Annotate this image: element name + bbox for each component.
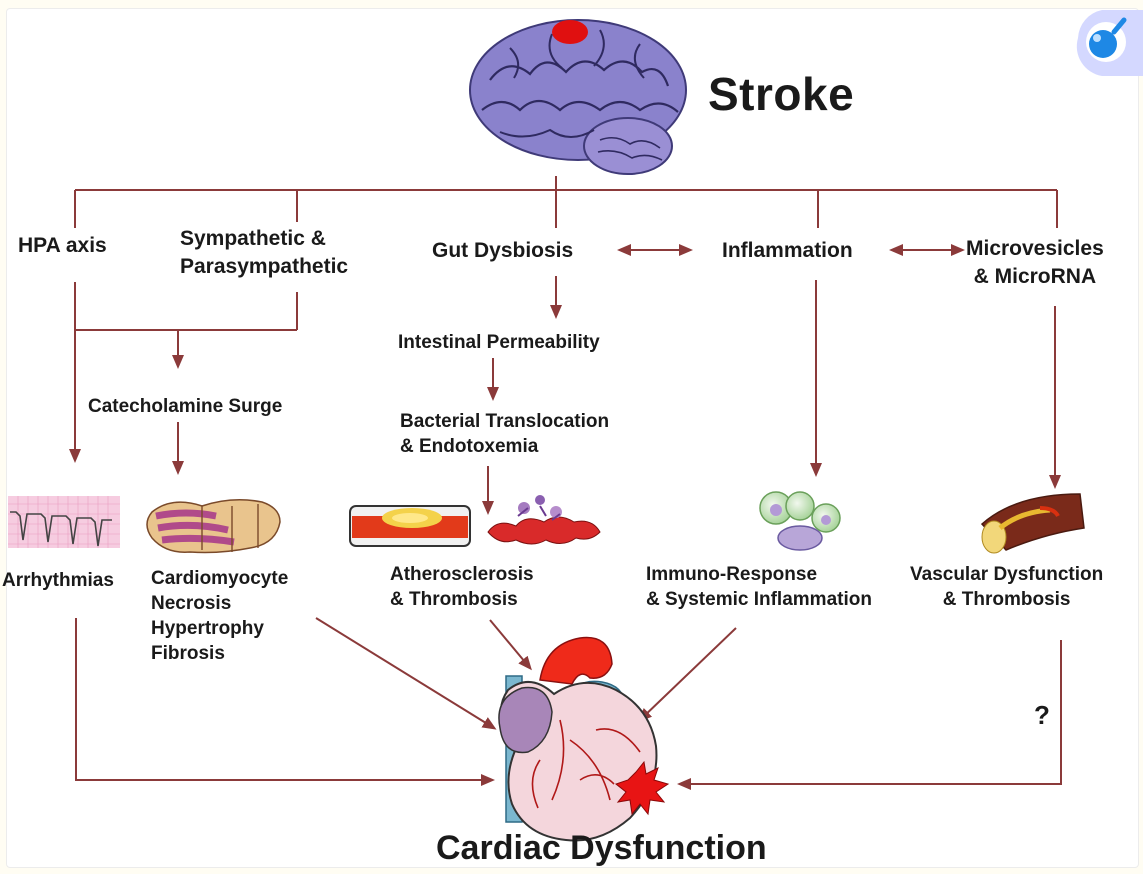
- immune-cells-icon: [759, 491, 841, 551]
- label-cardiomyocyte-line2: Necrosis: [151, 593, 232, 615]
- uncertain-marker: ?: [1034, 700, 1050, 730]
- label-cardiomyocyte-line3: Hypertrophy: [151, 618, 264, 640]
- label-hpa-axis: HPA axis: [18, 234, 107, 257]
- label-atherosclerosis: Atherosclerosis & Thrombosis: [390, 562, 534, 612]
- label-autonomic-line2: Parasympathetic: [180, 254, 349, 278]
- label-immuno-response: Immuno-Response & Systemic Inflammation: [646, 562, 872, 612]
- diagram-title: Stroke: [708, 68, 855, 120]
- label-cardiomyocyte: Cardiomyocyte Necrosis Hypertrophy Fibro…: [151, 566, 288, 666]
- connector-lines: [74, 176, 1058, 331]
- muscle-fiber-icon: [146, 499, 281, 554]
- ecg-icon: [8, 496, 120, 548]
- label-bacterial-translocation: Bacterial Translocation & Endotoxemia: [400, 409, 609, 459]
- blood-vessel-icon: [980, 493, 1085, 554]
- label-vascular-line1: Vascular Dysfunction: [910, 564, 1104, 585]
- label-immuno-line2: & Systemic Inflammation: [646, 589, 872, 611]
- diagram-footer: Cardiac Dysfunction: [436, 829, 767, 867]
- label-cardiomyocyte-line4: Fibrosis: [151, 643, 225, 665]
- label-vascular-dysfunction: Vascular Dysfunction & Thrombosis: [910, 562, 1103, 612]
- label-intestinal-permeability: Intestinal Permeability: [398, 332, 600, 353]
- label-microvesicles: Microvesicles & MicroRNA: [966, 235, 1104, 290]
- label-atherosclerosis-line2: & Thrombosis: [390, 589, 518, 611]
- label-bacterial-line2: & Endotoxemia: [400, 436, 539, 458]
- label-immuno-line1: Immuno-Response: [646, 564, 818, 585]
- artery-plaque-icon: [349, 505, 471, 547]
- label-microvesicles-line1: Microvesicles: [966, 237, 1104, 260]
- label-autonomic: Sympathetic & Parasympathetic: [180, 225, 348, 280]
- label-catecholamine-surge: Catecholamine Surge: [88, 396, 283, 417]
- label-gut-dysbiosis: Gut Dysbiosis: [432, 239, 574, 262]
- zoom-icon[interactable]: [1076, 10, 1143, 76]
- brain-icon: [469, 19, 687, 175]
- heart-icon: [498, 636, 670, 842]
- label-vascular-line2: & Thrombosis: [942, 589, 1071, 611]
- label-atherosclerosis-line1: Atherosclerosis: [390, 564, 534, 585]
- label-autonomic-line1: Sympathetic &: [180, 227, 326, 250]
- label-cardiomyocyte-line1: Cardiomyocyte: [151, 568, 289, 589]
- arrows: [69, 244, 1062, 790]
- platelet-icon: [487, 495, 601, 545]
- label-microvesicles-line2: & MicroRNA: [973, 264, 1097, 288]
- zoom-button[interactable]: [1076, 10, 1140, 74]
- label-bacterial-line1: Bacterial Translocation: [400, 411, 610, 432]
- label-inflammation: Inflammation: [722, 239, 853, 262]
- label-arrhythmias: Arrhythmias: [2, 570, 114, 591]
